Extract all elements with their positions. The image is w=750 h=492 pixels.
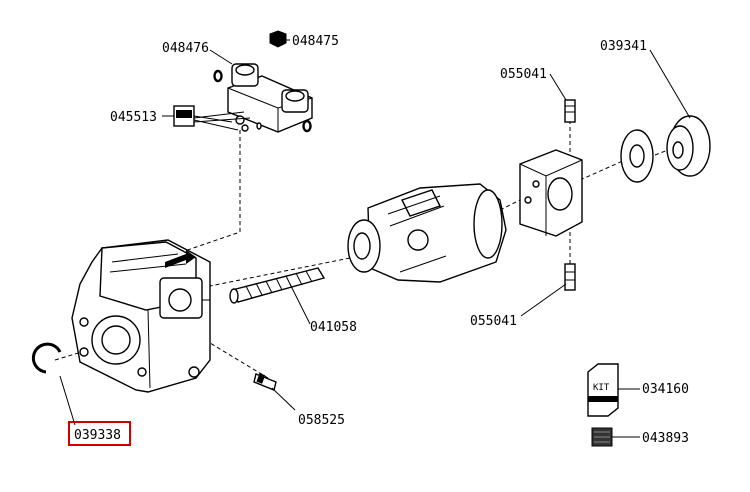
axis-sensor [204,339,269,379]
axis-motor [499,199,521,211]
connector-wires [193,111,251,131]
bolt-hole-2 [79,347,89,357]
fitting-lower-body [564,263,576,291]
part-label[interactable]: 043893 [642,431,689,446]
motor-shaft-hub [353,232,371,260]
electric-motor[interactable] [347,183,507,283]
kit-box-band [588,396,618,402]
coil-right-cap [285,90,305,102]
part-label[interactable]: 041058 [310,320,357,335]
hex-nut-icon[interactable] [269,30,287,48]
kit-label: KIT [593,383,610,393]
connector-band [176,110,192,118]
filter-texture [594,431,610,443]
adapter-hole-2 [532,180,540,188]
part-labels: 048476 048475 045513 055041 039341 04105… [68,34,689,446]
kit-box[interactable]: KIT [587,363,619,417]
adapter-edges [519,159,583,236]
valve-port [235,115,245,125]
part-label[interactable]: 034160 [642,382,689,397]
part-label-selected[interactable]: 039338 [74,428,121,443]
flange-inner [629,144,645,168]
selected-part-highlight [68,421,131,446]
part-label[interactable]: 055041 [470,314,517,329]
part-label[interactable]: 058525 [298,413,345,428]
drive-shaft[interactable] [229,267,326,304]
coil-left-cap [235,64,255,76]
flange-plate[interactable] [620,129,654,183]
connector-plug[interactable] [173,105,251,131]
bolt-hole-1 [79,317,89,327]
part-label[interactable]: 048475 [292,34,339,49]
axis-flange [579,159,626,181]
o-ring-right [302,119,312,133]
sensor-hex [256,373,266,384]
flow-arrow-icon [165,250,196,268]
motor-rear-face [473,189,503,259]
part-label[interactable]: 045513 [110,110,157,125]
shaft-end [229,288,239,304]
fitting-upper[interactable] [564,99,576,123]
shaft-splines [245,270,313,299]
small-seal-2 [256,122,262,130]
motor-mount [407,229,429,251]
bolt-hole-3 [137,367,147,377]
shaft-body [230,267,326,303]
main-bore-inner [101,325,131,355]
part-label[interactable]: 055041 [500,67,547,82]
fitting-upper-threads [565,105,575,113]
adapter-hole-1 [524,196,532,204]
small-seal [241,124,249,132]
snap-ring[interactable] [31,342,62,374]
cover-hub [672,141,684,159]
adapter-bore [547,177,573,211]
housing-ribs [109,253,210,389]
leader-lines [59,39,691,438]
filter-element[interactable] [591,427,613,447]
pump-housing[interactable] [71,239,211,393]
kit-box-outline [587,363,619,417]
axis-valve [169,130,241,257]
fitting-lower[interactable] [564,263,576,291]
motor-fins [387,195,447,273]
part-label[interactable]: 048476 [162,41,209,56]
o-ring-left [213,69,223,83]
fitting-lower-threads [565,271,575,281]
coupling-cover[interactable] [666,115,711,177]
adapter-block[interactable] [519,149,583,237]
control-plate-bore [168,288,192,312]
port-plug [188,366,200,378]
pressure-sensor[interactable] [253,373,277,391]
fitting-upper-body [564,99,576,123]
axis-cover [654,149,669,156]
part-label[interactable]: 039341 [600,39,647,54]
